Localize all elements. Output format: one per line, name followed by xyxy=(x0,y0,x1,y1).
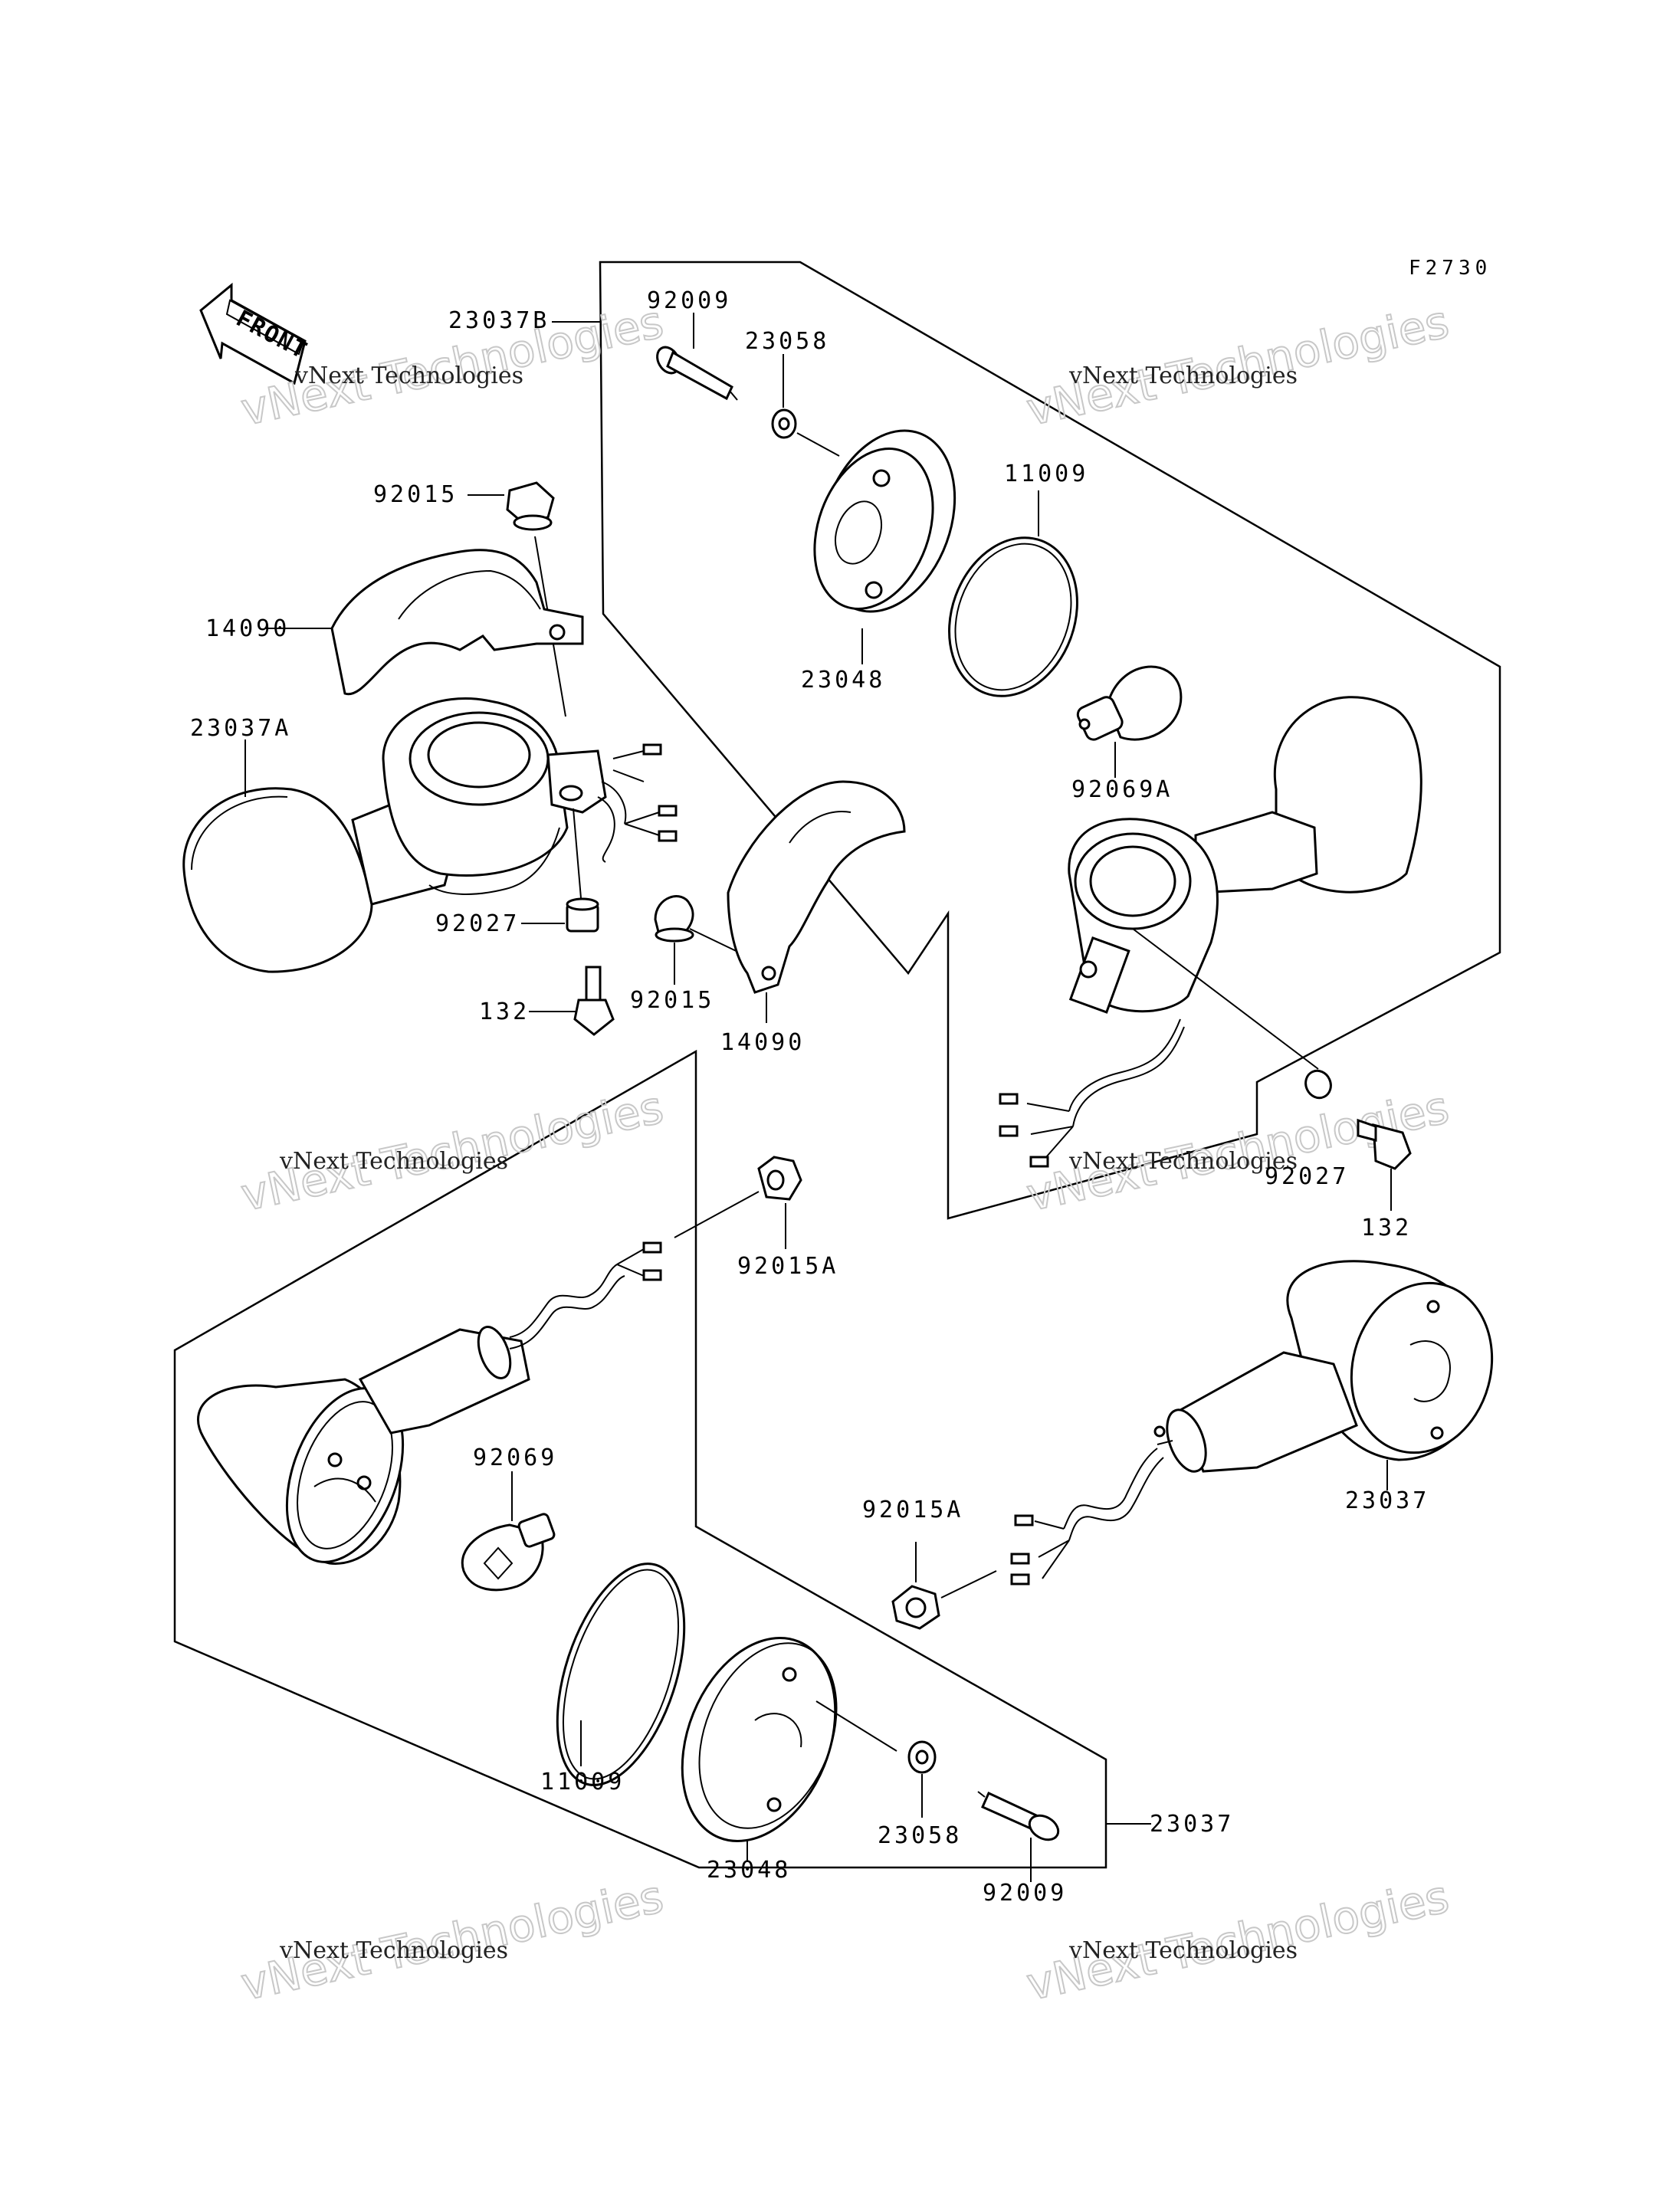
bolt-132-left xyxy=(573,966,615,1036)
watermark-bottom-right: vNext Technologies vNext Technologies xyxy=(1022,1870,1454,2012)
watermark-top-right: vNext Technologies vNext Technologies xyxy=(1022,295,1454,437)
label-23037-right: 23037 xyxy=(1345,1487,1429,1514)
label-132-left: 132 xyxy=(479,998,530,1025)
label-23048-bottom: 23048 xyxy=(707,1857,791,1884)
turn-signal-housing-upper-right xyxy=(1068,696,1422,1014)
label-23037B: 23037B xyxy=(448,307,550,334)
watermark-text: vNext Technologies xyxy=(279,1148,508,1175)
lower-assembly-outline xyxy=(173,1049,1107,1869)
label-92069: 92069 xyxy=(473,1444,557,1471)
nut-92015-mid xyxy=(654,895,694,943)
washer-23058-top xyxy=(771,408,797,439)
bulb-92069 xyxy=(461,1513,556,1592)
label-23037-bottom: 23037 xyxy=(1150,1811,1234,1838)
label-92015-mid: 92015 xyxy=(630,987,714,1014)
screw-92009-top xyxy=(656,346,738,401)
label-23048-top: 23048 xyxy=(801,667,885,694)
wire-harness-lower-left xyxy=(509,1241,662,1349)
label-92027-right: 92027 xyxy=(1265,1163,1349,1190)
watermark-bottom-left: vNext Technologies vNext Technologies xyxy=(236,1870,668,2012)
collar-92027-right xyxy=(1304,1069,1332,1100)
wire-harness-upper-right xyxy=(999,1018,1185,1168)
turn-signal-housing-lower-left xyxy=(197,1326,530,1565)
lens-cap-23048-bottom xyxy=(681,1636,838,1843)
watermark-text: vNext Technologies xyxy=(294,362,523,389)
watermark-text: vNext Technologies xyxy=(1068,1937,1298,1964)
bulb-92069A xyxy=(1076,665,1183,741)
screw-92009-bottom xyxy=(977,1791,1060,1841)
label-92009-bottom: 92009 xyxy=(983,1880,1067,1907)
bolt-132-right xyxy=(1357,1118,1412,1170)
label-92069A: 92069A xyxy=(1071,776,1173,803)
nut-92015A-top xyxy=(757,1156,802,1201)
label-23037A: 23037A xyxy=(190,715,291,742)
nut-92015-top xyxy=(506,481,555,531)
watermark-text: vNext Technologies xyxy=(1068,362,1298,389)
bracket-14090-left xyxy=(330,549,584,696)
label-92009-top: 92009 xyxy=(647,287,731,314)
bracket-14090-mid xyxy=(727,780,906,994)
sheet-code: F2730 xyxy=(1409,257,1491,280)
label-132-right: 132 xyxy=(1361,1215,1412,1241)
turn-signal-23037-lower-right xyxy=(1153,1260,1494,1473)
lens-cap-23048-top xyxy=(813,429,956,613)
label-11009-top: 11009 xyxy=(1004,461,1088,487)
label-92015-top: 92015 xyxy=(373,481,458,508)
label-23058-bottom: 23058 xyxy=(878,1822,962,1849)
label-92027-left: 92027 xyxy=(435,910,520,937)
watermark-text: vNext Technologies xyxy=(279,1937,508,1964)
label-14090-left: 14090 xyxy=(205,615,290,642)
collar-92027-left xyxy=(566,897,599,933)
label-92015A-bottom: 92015A xyxy=(862,1497,963,1523)
label-11009-bottom: 11009 xyxy=(540,1769,625,1795)
o-ring-11009-top xyxy=(948,536,1078,697)
nut-92015A-bottom xyxy=(891,1585,940,1630)
watermark-mid-left: vNext Technologies vNext Technologies xyxy=(236,1080,668,1222)
wire-harness-23037A xyxy=(597,743,678,863)
label-23058-top: 23058 xyxy=(745,328,829,355)
o-ring-11009-bottom xyxy=(556,1562,686,1786)
washer-23058-bottom xyxy=(907,1740,937,1774)
wire-harness-lower-right xyxy=(1010,1448,1164,1585)
turn-signal-23037A xyxy=(182,697,607,973)
label-92015A-top: 92015A xyxy=(737,1253,838,1280)
label-14090-mid: 14090 xyxy=(720,1029,805,1056)
watermark-text: vNext Technologies xyxy=(1068,1148,1298,1175)
